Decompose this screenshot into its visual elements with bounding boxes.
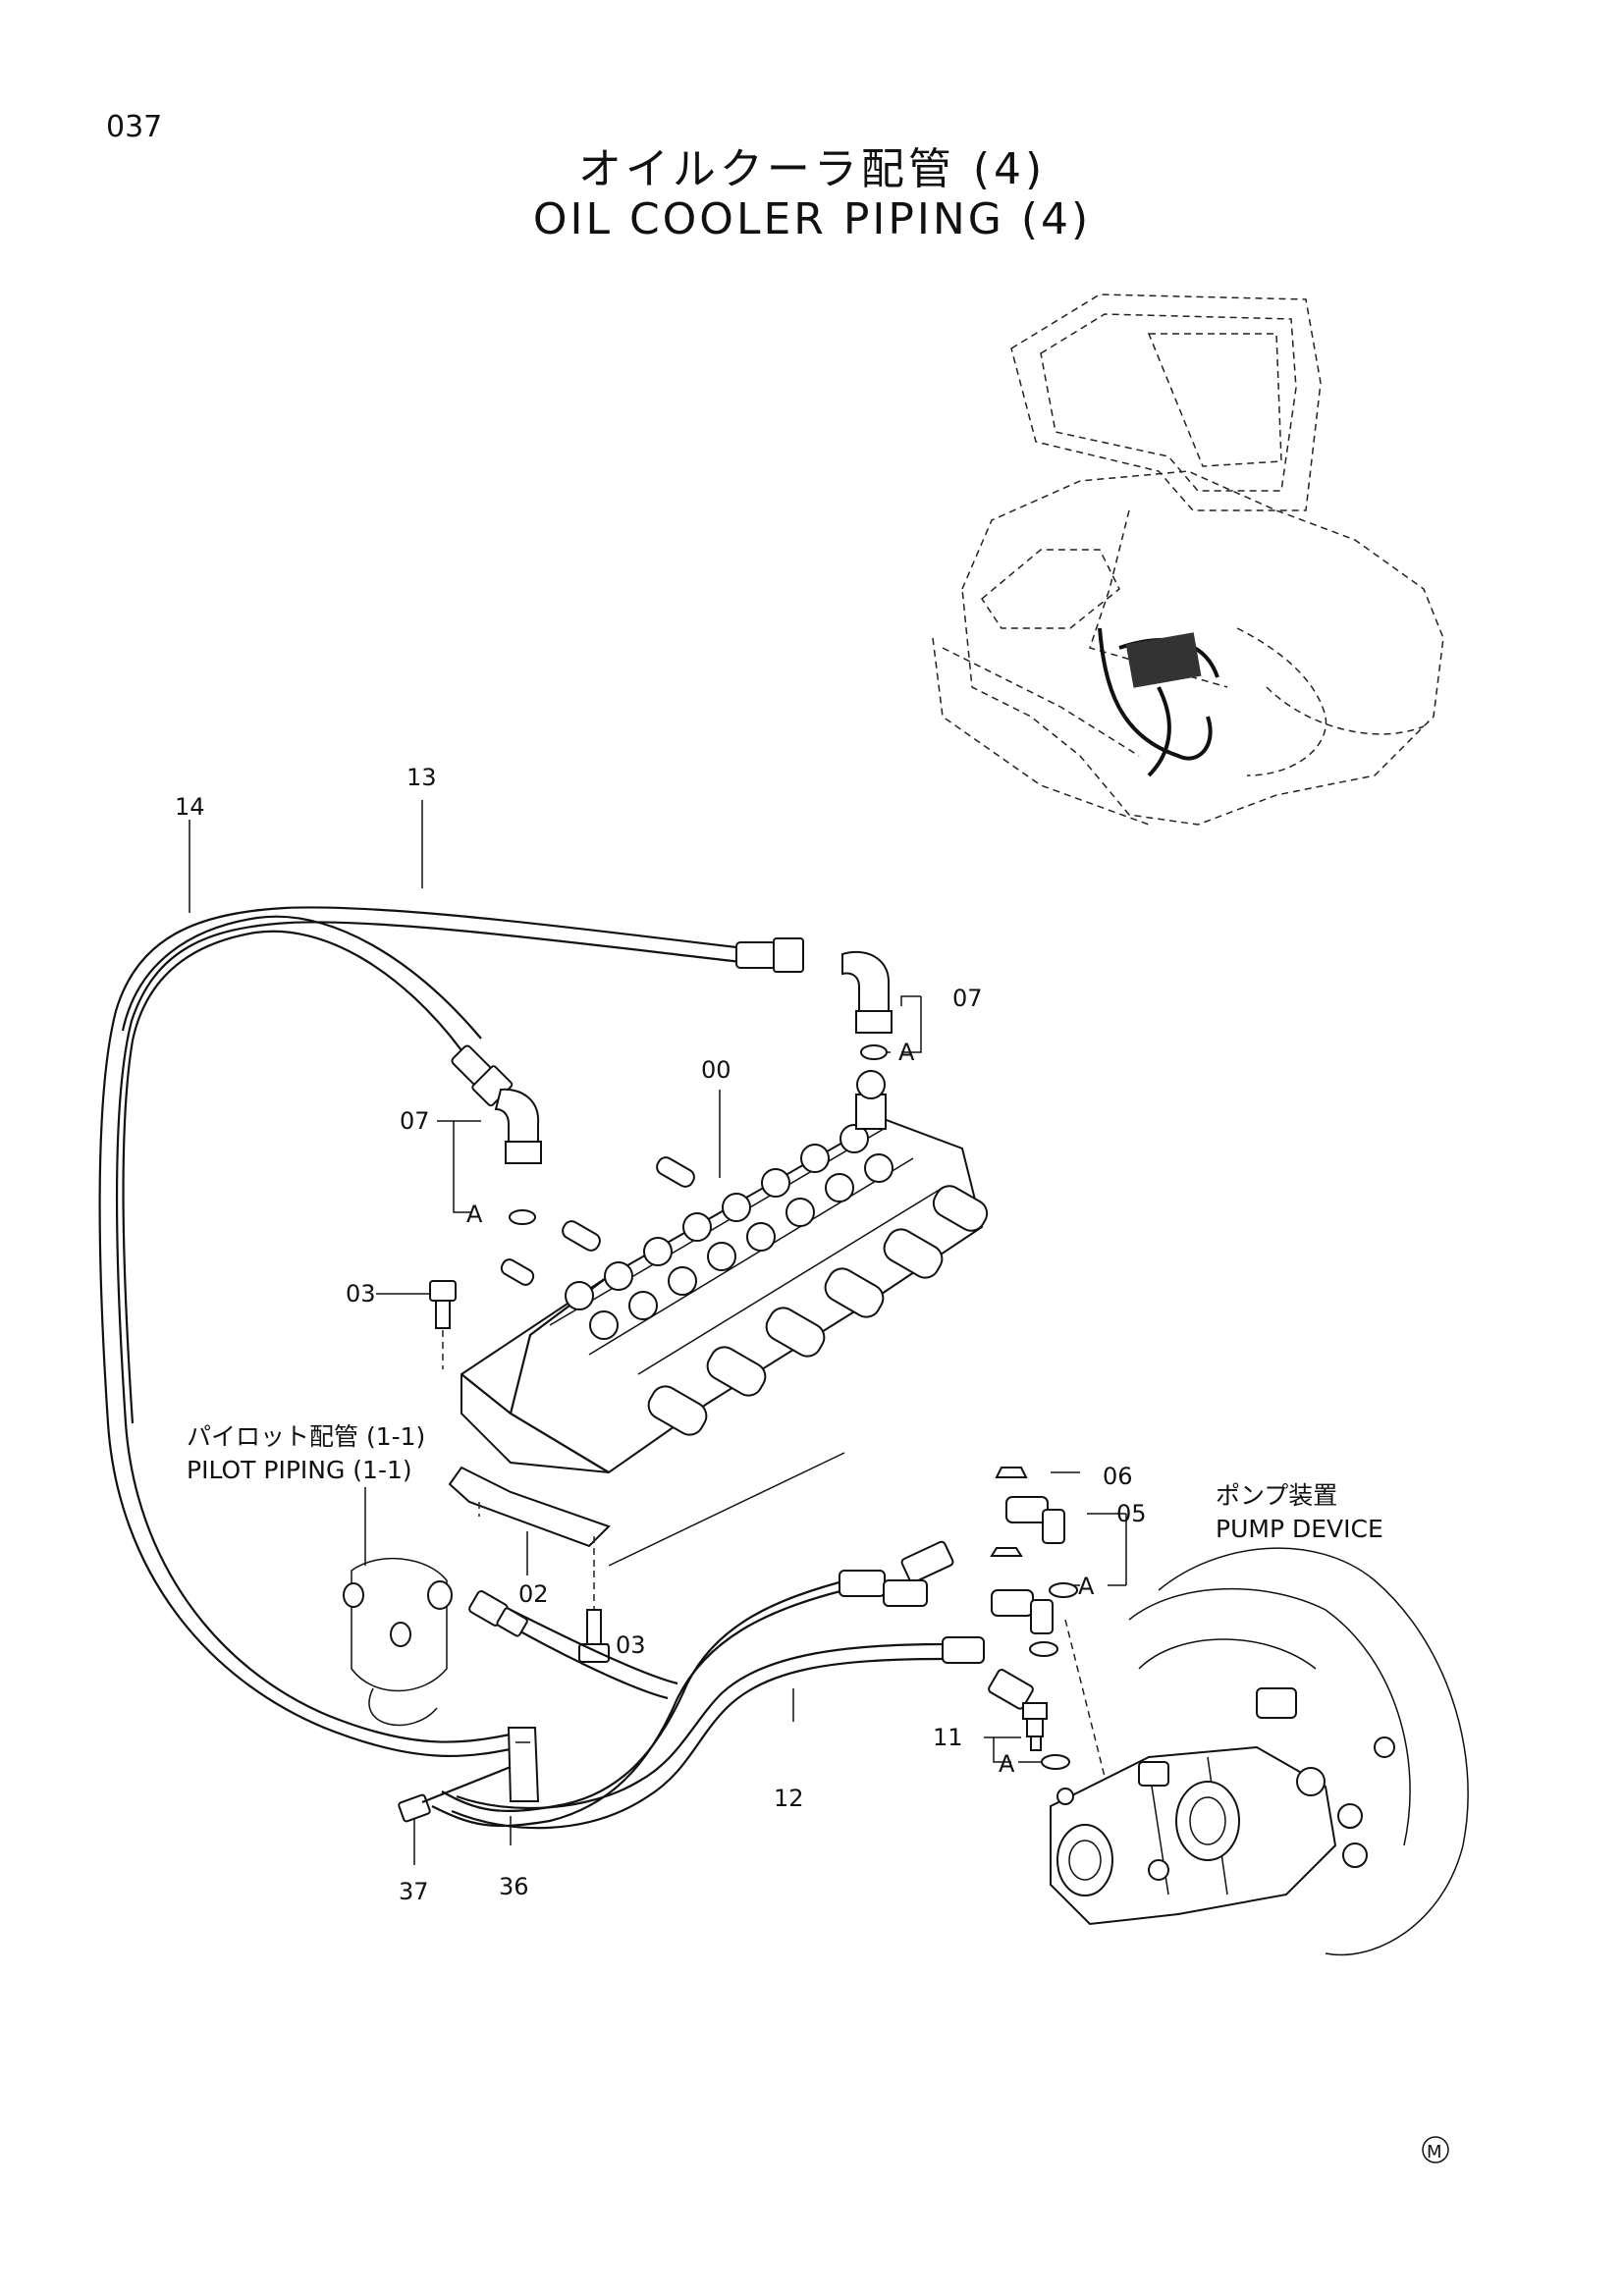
callout-13: 13 <box>406 764 437 791</box>
callout-03-bottom: 03 <box>616 1631 646 1659</box>
pump-device-label-japanese: ポンプ装置 <box>1216 1481 1337 1510</box>
callout-00: 00 <box>701 1056 731 1084</box>
callout-a-11: A <box>999 1750 1015 1778</box>
leader-lines <box>189 800 1127 1865</box>
page-title-english: OIL COOLER PIPING (4) <box>532 194 1092 244</box>
control-valve-00 <box>460 1070 989 1474</box>
callout-02: 02 <box>518 1580 549 1608</box>
callout-a-05: A <box>1078 1573 1095 1600</box>
elbow-fitting-07-top <box>841 950 893 1060</box>
clamp-36 <box>507 1727 540 1802</box>
page-number: 037 <box>106 110 163 144</box>
callout-06: 06 <box>1103 1463 1133 1490</box>
bolt-37 <box>398 1765 512 1823</box>
pilot-piping-label-english: PILOT PIPING (1-1) <box>187 1456 412 1484</box>
callout-a-top: A <box>898 1039 915 1066</box>
plate-02 <box>448 1452 845 1571</box>
elbow-fitting-07-left <box>494 1088 542 1225</box>
callout-05: 05 <box>1116 1500 1147 1527</box>
callout-11: 11 <box>933 1724 963 1751</box>
pump-device-label-english: PUMP DEVICE <box>1216 1515 1383 1543</box>
page-title-japanese: オイルクーラ配管 (4) <box>577 144 1047 194</box>
circled-m-mark: M <box>1422 2136 1449 2163</box>
pilot-piping-label-japanese: パイロット配管 (1-1) <box>187 1422 425 1451</box>
adapter-11 <box>1022 1702 1048 1751</box>
callout-07-left: 07 <box>400 1107 430 1135</box>
callout-07-top: 07 <box>952 985 983 1012</box>
o-rings <box>1029 1582 1110 1797</box>
circled-m-letter: M <box>1427 2142 1442 2163</box>
callout-14: 14 <box>175 793 205 821</box>
callout-12: 12 <box>774 1785 804 1812</box>
hose-12 <box>431 1540 1034 1830</box>
bolt-03-left <box>429 1280 457 1369</box>
callout-a-left: A <box>466 1201 483 1228</box>
pump-device <box>1050 1547 1469 1956</box>
pilot-filter-reference <box>343 1558 453 1727</box>
callout-03-left: 03 <box>346 1280 376 1308</box>
bolt-03-bottom <box>578 1571 610 1663</box>
elbows-05 <box>990 1467 1065 1634</box>
callout-36: 36 <box>499 1873 529 1900</box>
callout-37: 37 <box>399 1878 429 1905</box>
machine-overview-illustration <box>932 294 1444 826</box>
